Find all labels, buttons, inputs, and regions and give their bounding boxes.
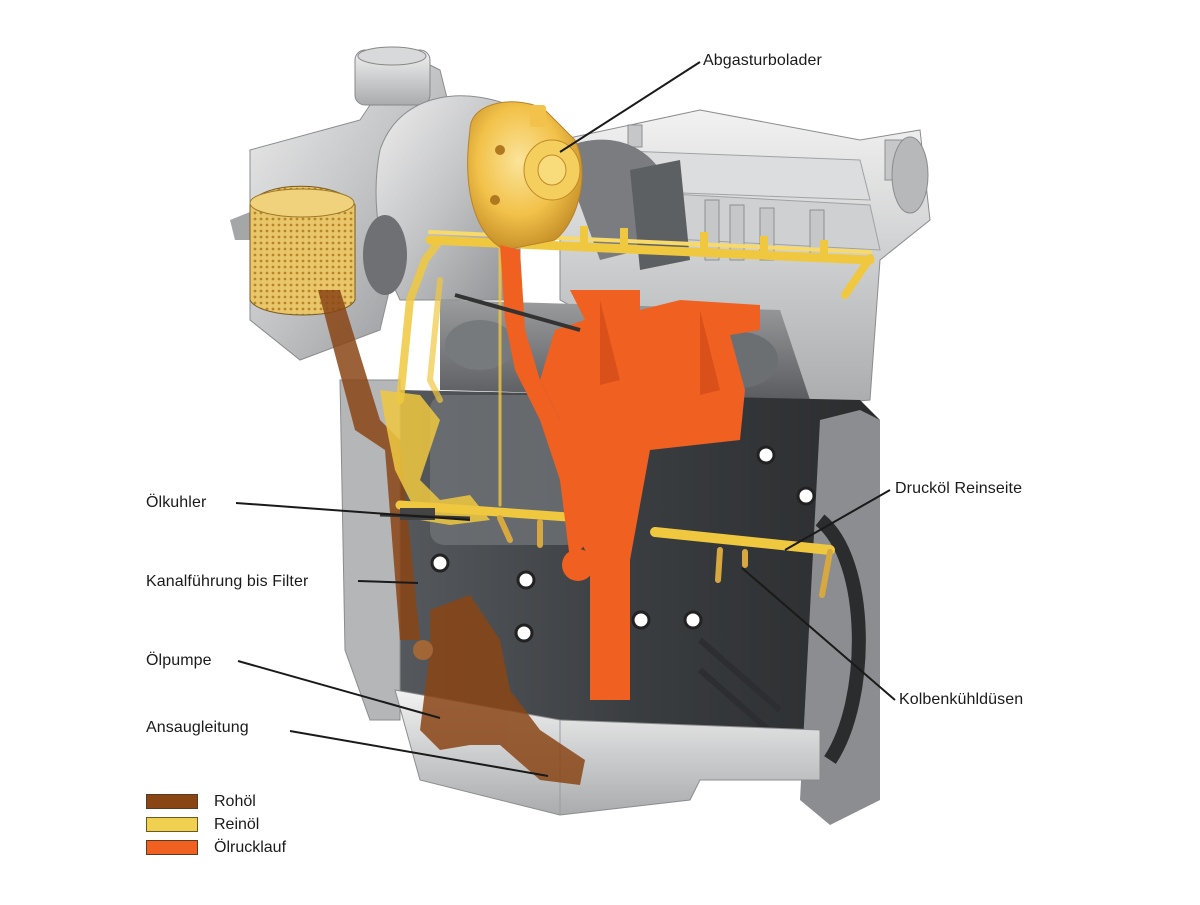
- legend-item-rohoel: Rohöl: [146, 790, 286, 813]
- leader-druckoel: [784, 489, 891, 551]
- leader-kolbenkuehlduesen: [741, 567, 896, 701]
- label-kanalfuehrung: Kanalführung bis Filter: [146, 573, 309, 590]
- bolt-heads: [430, 445, 816, 643]
- leader-lines: [235, 61, 896, 777]
- legend-label: Rohöl: [214, 792, 256, 810]
- leader-abgasturbolader: [559, 61, 701, 153]
- legend-swatch-return-oil: [146, 840, 198, 855]
- leader-oelkuehler: [235, 502, 471, 521]
- turbo-actuator: [467, 101, 583, 251]
- legend: Rohöl Reinöl Ölrucklauf: [146, 790, 286, 859]
- label-oelpumpe: Ölpumpe: [146, 652, 212, 669]
- timing-cover: [339, 379, 401, 721]
- leader-oelpumpe: [237, 660, 441, 719]
- legend-item-reinoel: Reinöl: [146, 813, 286, 836]
- label-druckoel-reinseite: Drucköl Reinseite: [895, 480, 1023, 497]
- leader-kanalfuehrung: [357, 580, 419, 584]
- sensor-rod: [454, 293, 581, 332]
- legend-label: Ölrucklauf: [214, 838, 287, 856]
- return-oil-circuit: [500, 245, 760, 700]
- legend-label: Reinöl: [214, 815, 260, 833]
- legend-item-oelrucklauf: Ölrucklauf: [146, 836, 286, 859]
- label-abgasturbolader: Abgasturbolader: [703, 52, 822, 69]
- clean-oil-fittings: [380, 226, 828, 525]
- oil-filter: [249, 185, 356, 316]
- leader-ansaugleitung: [289, 730, 549, 777]
- legend-swatch-clean-oil: [146, 817, 198, 832]
- raw-oil-circuit: [318, 290, 585, 785]
- label-oelkuehler: Ölkuhler: [146, 494, 207, 511]
- label-ansaugleitung: Ansaugleitung: [146, 719, 249, 736]
- legend-swatch-raw-oil: [146, 794, 198, 809]
- label-kolbenkuehlduesen: Kolbenkühldüsen: [899, 691, 1024, 708]
